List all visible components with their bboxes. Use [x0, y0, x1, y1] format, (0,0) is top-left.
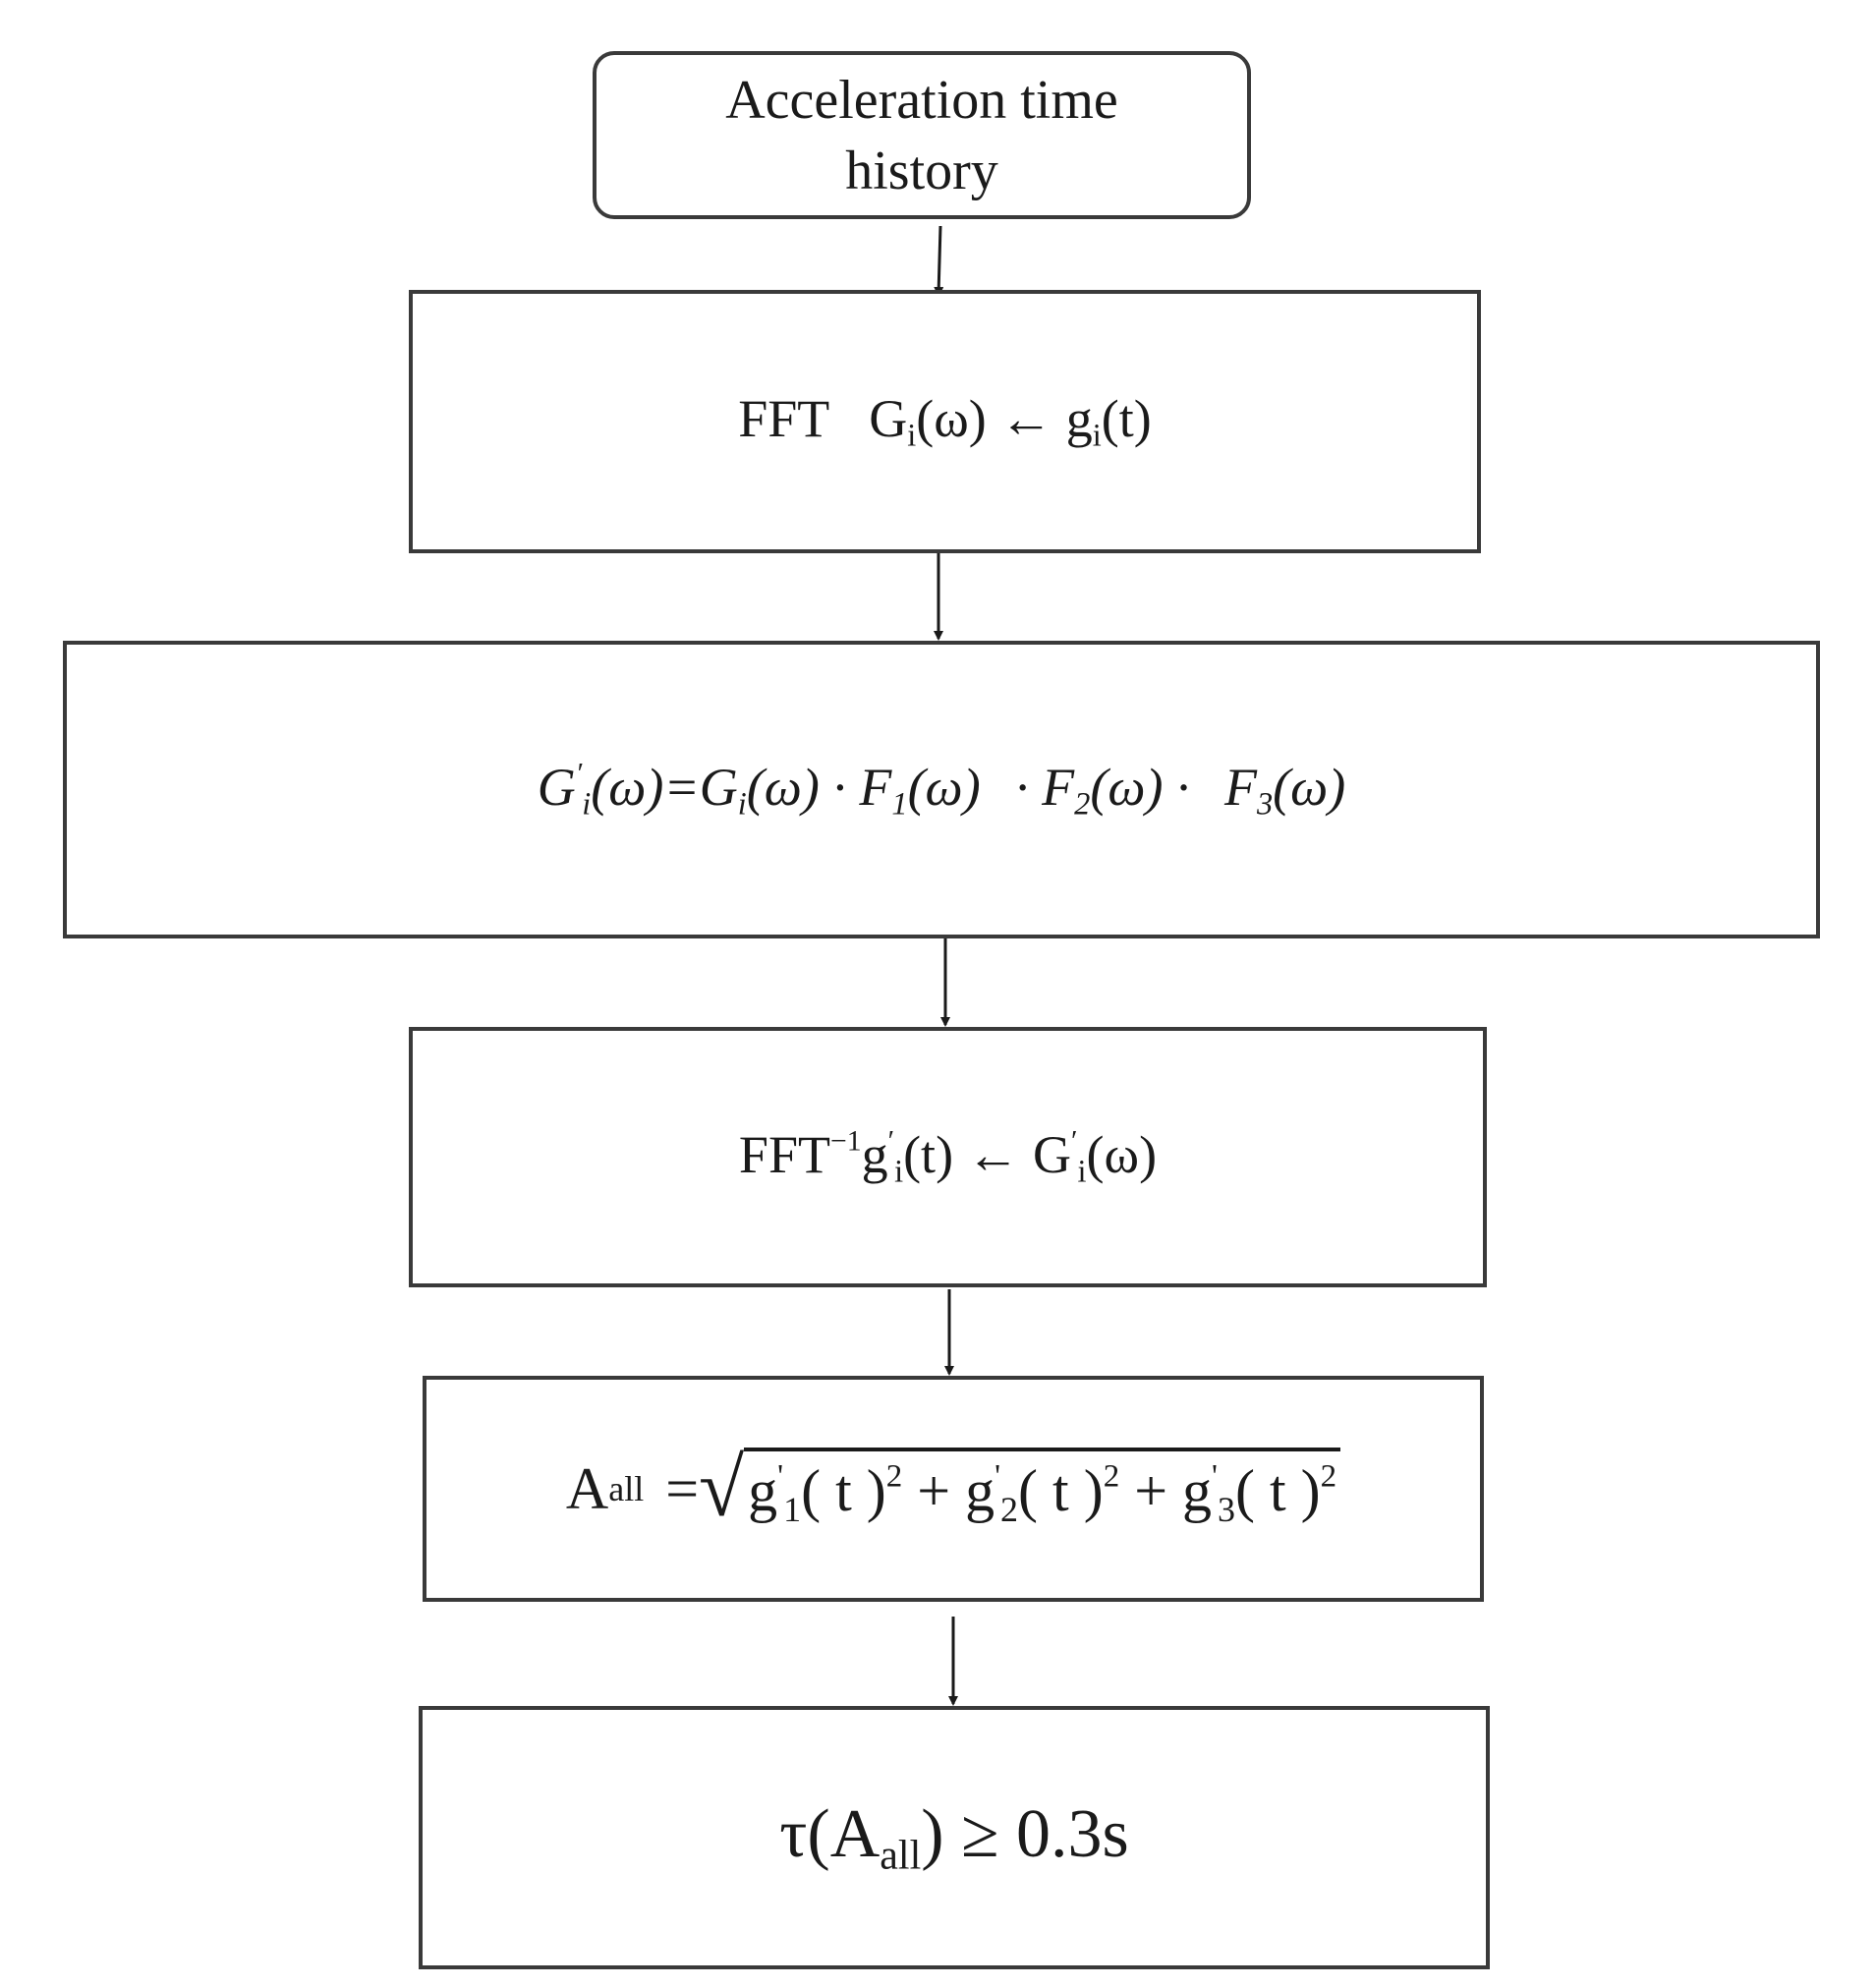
filter-lhs-prime: ′: [575, 758, 583, 790]
arrow-start-to-fft: [934, 225, 944, 297]
criterion-close-paren: ): [921, 1796, 944, 1873]
radicand: g'1( t )2 + g'2( t )2 + g'3( t )2: [744, 1448, 1341, 1530]
filter-lhs-arg: (ω): [591, 757, 664, 817]
square-root: √ g'1( t )2 + g'2( t )2 + g'3( t )2: [699, 1443, 1341, 1534]
filter-f1-arg: (ω): [907, 757, 981, 817]
filter-equals: =: [663, 757, 700, 817]
plus-1: +: [917, 1458, 951, 1523]
plus-2: +: [1134, 1458, 1168, 1523]
filter-dot-1: ·: [832, 757, 846, 817]
filter-f3: F: [1223, 757, 1257, 817]
term-1-g: g: [748, 1458, 778, 1523]
term-3-g: g: [1182, 1458, 1213, 1523]
ifft-lhs-arg: (t): [903, 1124, 954, 1184]
criterion-tau: τ(A: [779, 1796, 881, 1873]
ifft-lhs-prime: ′: [887, 1125, 895, 1158]
ifft-rhs-arg: (ω): [1086, 1124, 1158, 1184]
filter-f2-arg: (ω): [1090, 757, 1164, 817]
term-2-sub: 2: [1000, 1489, 1019, 1529]
term-2-arg: ( t ): [1018, 1458, 1104, 1523]
start-node-acceleration-time-history: Acceleration time history: [593, 51, 1251, 219]
start-node-line-2: history: [845, 140, 998, 201]
filter-f3-sub: 3: [1256, 786, 1274, 823]
ifft-arrow-symbol: ←: [966, 1124, 1020, 1184]
fft-rhs-sub: i: [1092, 418, 1102, 454]
filter-f2-sub: 2: [1074, 786, 1091, 823]
fft-rhs-arg: (t): [1101, 389, 1152, 449]
criterion-relation: ≥ 0.3s: [961, 1796, 1129, 1873]
ifft-rhs-sub: i: [1077, 1154, 1087, 1190]
term-2-pow: 2: [1103, 1458, 1120, 1495]
filter-equation: G′i(ω)=Gi(ω) · F1(ω) · F2(ω) · F3(ω): [538, 757, 1346, 824]
aall-lhs: A: [565, 1455, 609, 1521]
ifft-label-sup: −1: [829, 1125, 862, 1158]
term-1-pow: 2: [885, 1458, 903, 1495]
ifft-rhs: G: [1033, 1124, 1072, 1184]
filter-lhs: G: [537, 757, 576, 817]
duration-criterion-node: τ(Aall) ≥ 0.3s: [419, 1706, 1490, 1969]
filter-node: G′i(ω)=Gi(ω) · F1(ω) · F2(ω) · F3(ω): [63, 641, 1820, 938]
filter-g-sub: i: [737, 786, 747, 823]
filter-g-arg: (ω): [746, 757, 820, 817]
ifft-label: FFT: [738, 1124, 830, 1184]
filter-g: G: [699, 757, 738, 817]
start-node-line-1: Acceleration time: [725, 69, 1118, 131]
fft-rhs: g: [1065, 389, 1093, 449]
fft-lhs-arg: (ω): [916, 389, 987, 449]
term-1-arg: ( t ): [801, 1458, 886, 1523]
term-1-prime: ': [777, 1458, 784, 1495]
criterion-sub: all: [880, 1833, 922, 1879]
filter-dot-2: ·: [1015, 757, 1029, 817]
inverse-fft-node: FFT−1g′i(t) ← G′i(ω): [409, 1027, 1487, 1287]
filter-lhs-sub: i: [582, 786, 592, 823]
fft-arrow-symbol: ←: [999, 389, 1053, 449]
fft-lhs: G: [869, 389, 908, 449]
aall-lhs-sub: all: [608, 1469, 645, 1508]
term-2-prime: ': [994, 1458, 1001, 1495]
term-3-pow: 2: [1320, 1458, 1337, 1495]
fft-lhs-sub: i: [907, 418, 917, 454]
term-2-g: g: [965, 1458, 995, 1523]
filter-f1-sub: 1: [891, 786, 908, 823]
term-3-sub: 3: [1217, 1489, 1235, 1529]
filter-f2: F: [1042, 757, 1075, 817]
term-3-prime: ': [1212, 1458, 1218, 1495]
filter-f1: F: [859, 757, 892, 817]
term-3-arg: ( t ): [1234, 1458, 1321, 1523]
fft-label: FFT: [738, 389, 830, 449]
duration-criterion-equation: τ(Aall) ≥ 0.3s: [779, 1795, 1128, 1880]
radical-icon: √: [699, 1443, 745, 1534]
ifft-lhs: g: [861, 1124, 888, 1184]
inverse-fft-equation: FFT−1g′i(t) ← G′i(ω): [739, 1124, 1157, 1191]
ifft-rhs-prime: ′: [1071, 1125, 1078, 1158]
ifft-lhs-sub: i: [894, 1154, 904, 1190]
filter-dot-3: ·: [1175, 757, 1190, 817]
filter-f3-arg: (ω): [1273, 757, 1346, 817]
aall-equals: =: [665, 1455, 700, 1521]
term-1-sub: 1: [783, 1489, 802, 1529]
